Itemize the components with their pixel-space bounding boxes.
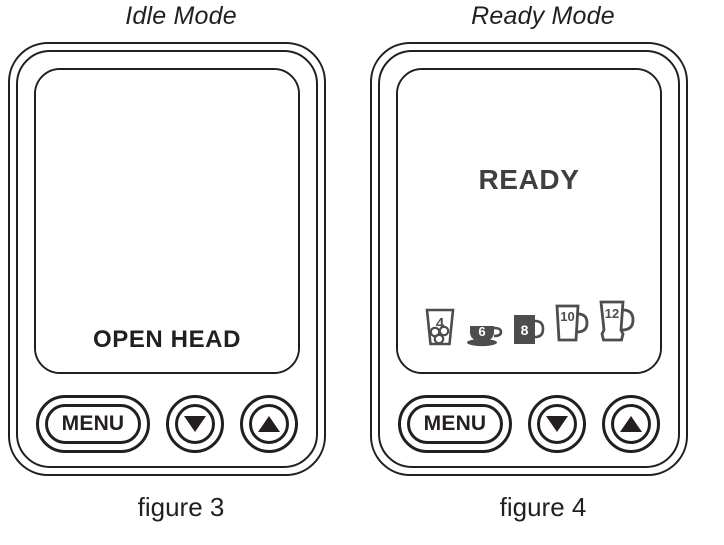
down-button-idle[interactable] (166, 395, 224, 453)
triangle-down-icon (184, 416, 206, 432)
mode-title-ready: Ready Mode (471, 2, 615, 30)
display-frame-ready: READY 4 (396, 68, 662, 374)
triangle-down-icon (546, 416, 568, 432)
menu-button-label: MENU (423, 412, 487, 435)
small-mug-icon: 8 (514, 315, 545, 344)
figure-panel-ready: Ready Mode READY (362, 0, 724, 545)
figure-panel-idle: Idle Mode OPEN HEAD MENU (8, 2, 326, 522)
menu-button-label: MENU (61, 412, 125, 435)
mode-title-idle: Idle Mode (125, 2, 237, 30)
display-status-text-idle: OPEN HEAD (92, 326, 242, 353)
tall-mug-icon: 10 (555, 304, 589, 342)
display-screen-ready: READY 4 (398, 70, 660, 372)
display-status-text-ready: READY (478, 164, 580, 195)
size-option-8[interactable]: 8 (511, 304, 545, 348)
figure-caption-4: figure 4 (499, 492, 587, 522)
size-value-10: 10 (560, 309, 574, 324)
triangle-up-icon (620, 416, 642, 432)
button-row-idle: MENU (8, 388, 326, 460)
device-idle: OPEN HEAD MENU (8, 42, 326, 476)
triangle-up-icon (258, 416, 280, 432)
display-frame-idle: OPEN HEAD (34, 68, 300, 374)
up-button-ready[interactable] (602, 395, 660, 453)
size-value-8: 8 (521, 322, 529, 338)
travel-mug-icon: 12 (599, 300, 635, 342)
menu-button-idle[interactable]: MENU (36, 395, 150, 453)
iced-glass-icon: 4 (425, 308, 455, 346)
figure-caption-3: figure 3 (137, 492, 225, 522)
beverage-size-row: 4 6 (398, 298, 660, 348)
size-option-4[interactable]: 4 (423, 304, 457, 348)
size-option-12[interactable]: 12 (597, 298, 635, 348)
size-value-6: 6 (478, 324, 485, 339)
down-button-ready[interactable] (528, 395, 586, 453)
size-value-4: 4 (436, 315, 445, 332)
display-screen-idle: OPEN HEAD (36, 70, 298, 372)
menu-button-ready[interactable]: MENU (398, 395, 512, 453)
size-value-12: 12 (605, 306, 619, 321)
button-row-ready: MENU (370, 388, 688, 460)
up-button-idle[interactable] (240, 395, 298, 453)
device-ready: READY 4 (370, 42, 688, 476)
cup-saucer-icon: 6 (467, 324, 503, 347)
size-option-10[interactable]: 10 (553, 300, 589, 348)
size-option-6[interactable]: 6 (465, 304, 503, 348)
